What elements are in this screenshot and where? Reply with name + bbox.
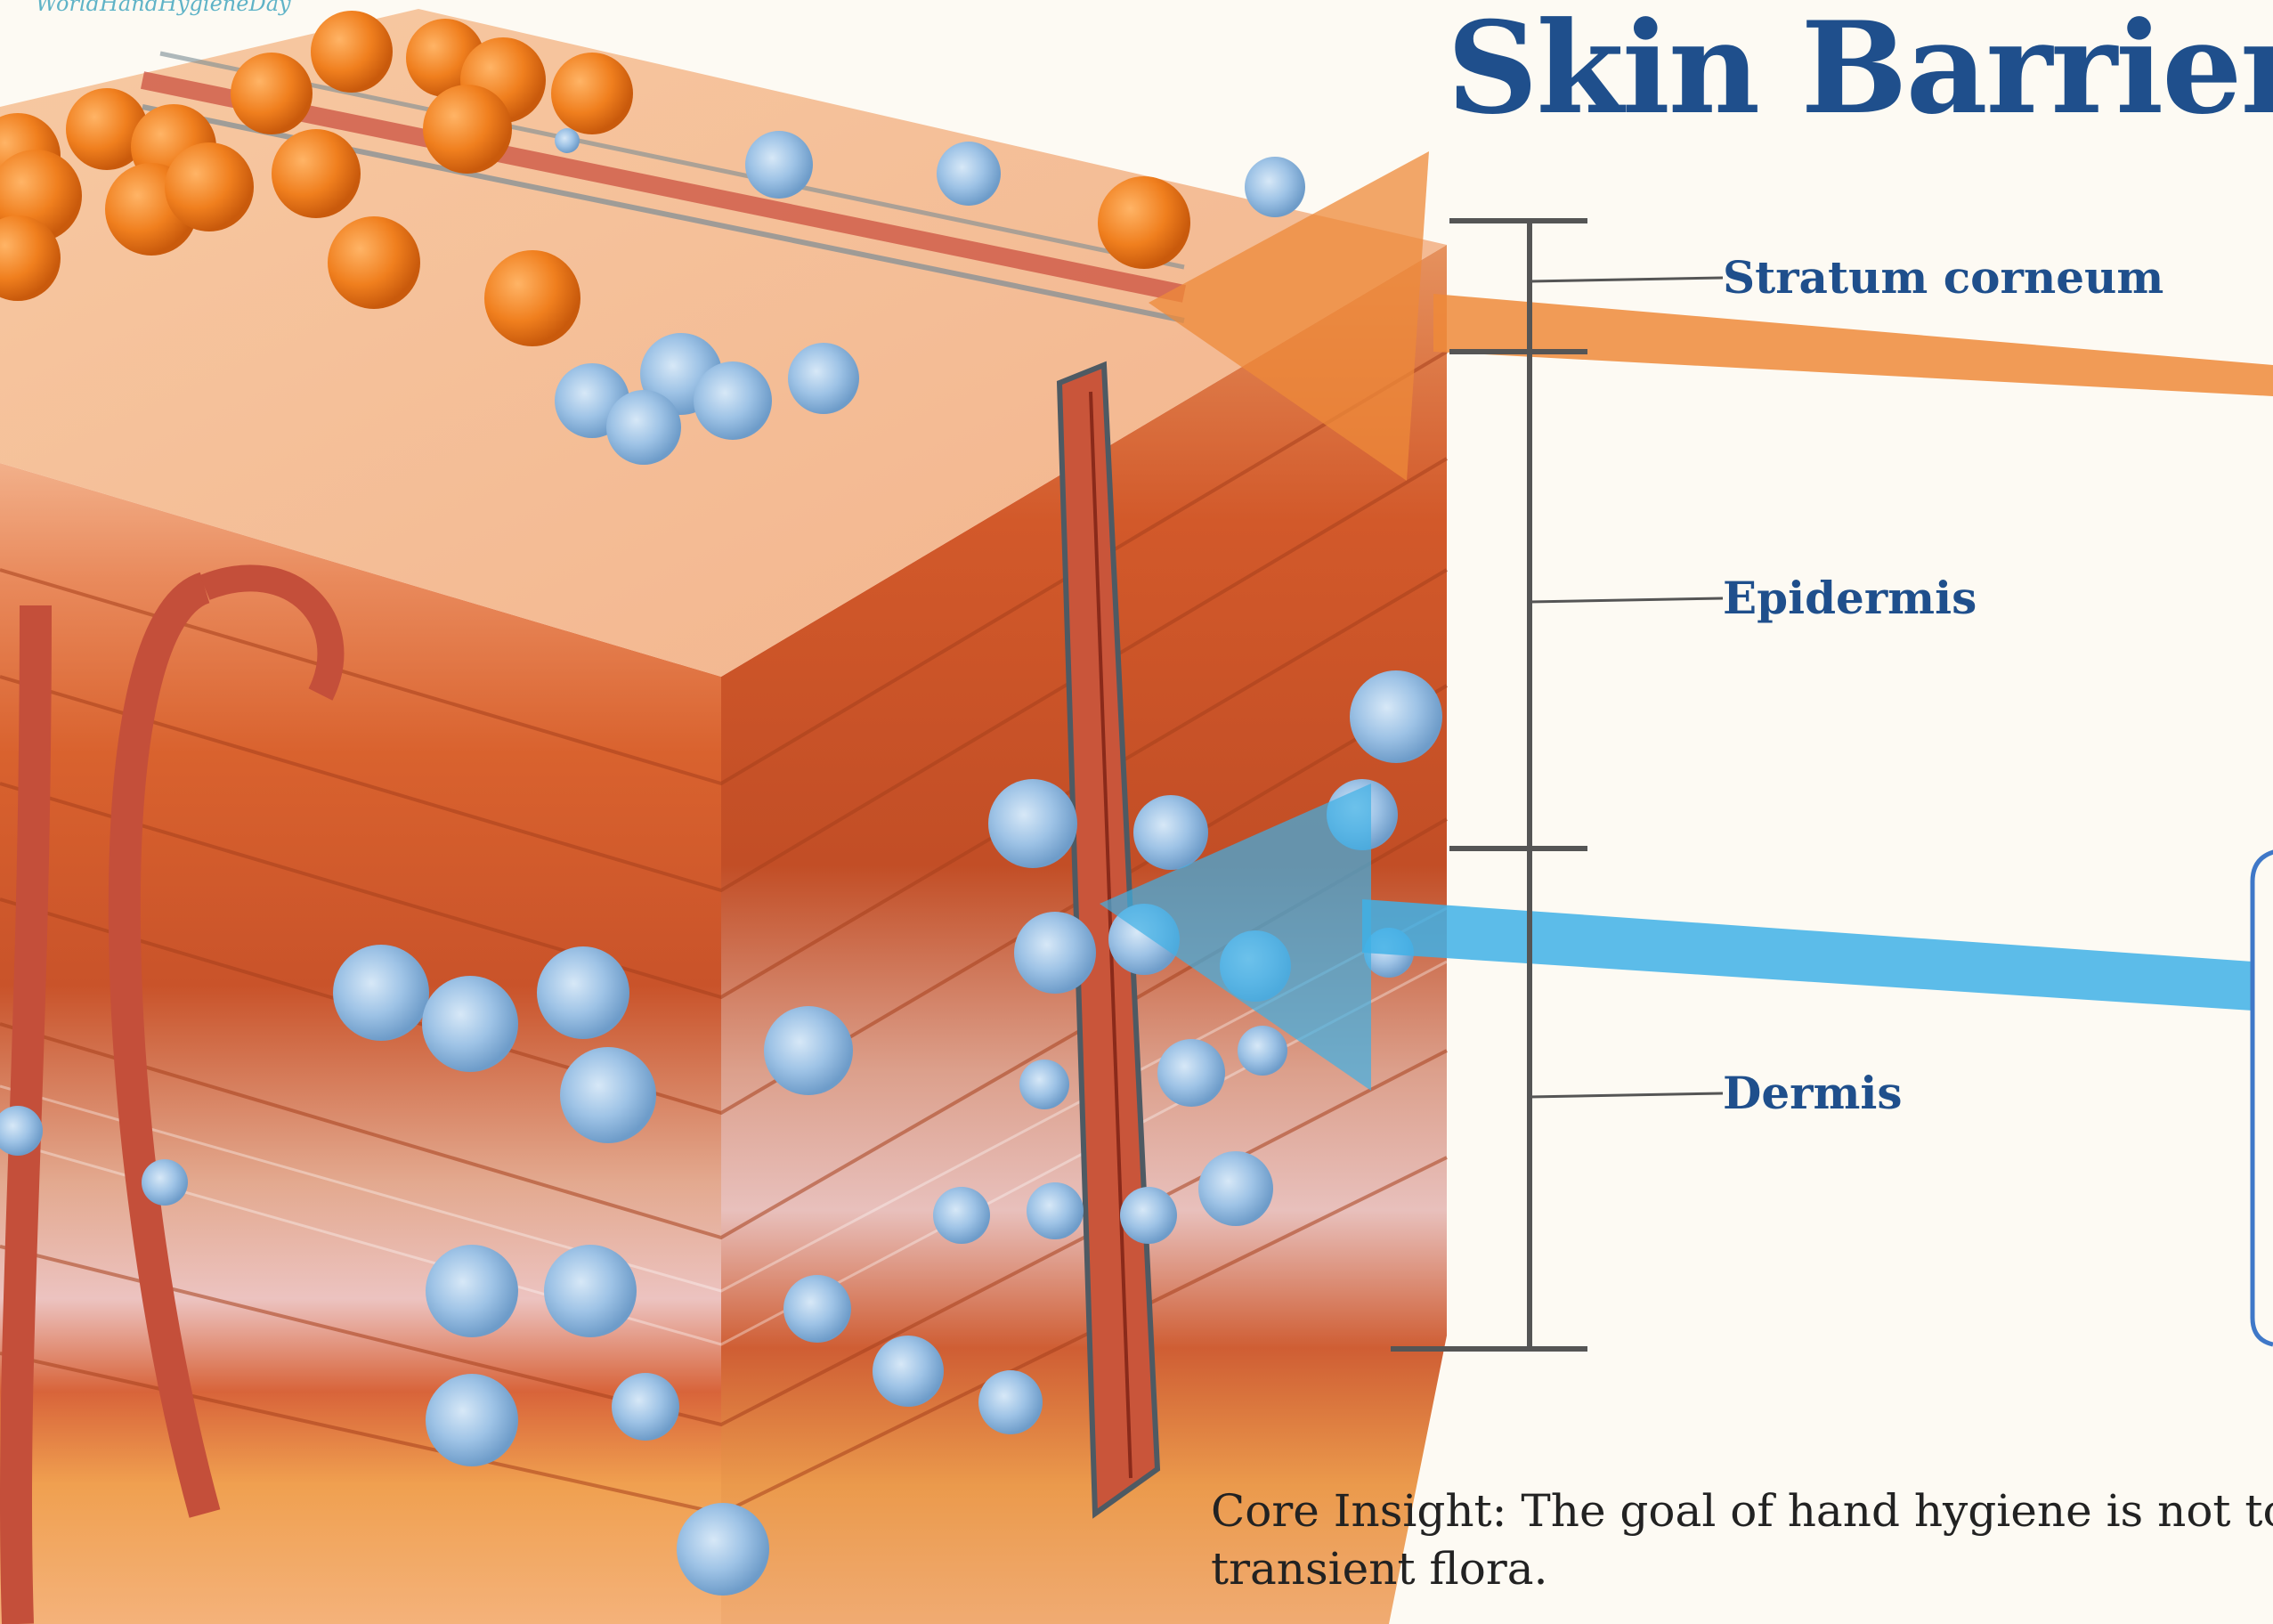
resident-bacterium xyxy=(937,142,1001,206)
transient-bacterium xyxy=(484,250,580,346)
dermis-leader xyxy=(1530,1093,1723,1097)
resident-bacterium xyxy=(426,1245,518,1337)
resident-bacterium xyxy=(555,128,580,153)
resident-bacterium xyxy=(606,390,681,465)
resident-bacterium xyxy=(333,945,429,1041)
label-epidermis: Epidermis xyxy=(1723,572,1977,624)
epidermis-leader xyxy=(1530,598,1723,602)
resident-bacterium xyxy=(1120,1187,1177,1244)
resident-bacterium xyxy=(1019,1060,1069,1109)
core-insight-text: Core Insight: The goal of hand hygiene i… xyxy=(1211,1482,2273,1598)
transient-bacterium xyxy=(551,53,633,134)
label-stratum-corneum: Stratum corneum xyxy=(1723,251,2163,304)
resident-bacterium xyxy=(1157,1039,1225,1107)
core-insight-line-2: transient flora. xyxy=(1211,1540,2273,1598)
resident-bacterium xyxy=(788,343,859,414)
resident-bacterium xyxy=(783,1275,851,1343)
resident-bacterium xyxy=(873,1336,944,1407)
resident-bacterium xyxy=(544,1245,637,1337)
transient-bacterium xyxy=(328,216,420,309)
resident-bacterium xyxy=(1133,795,1208,870)
label-dermis: Dermis xyxy=(1723,1067,1903,1119)
resident-bacterium xyxy=(560,1047,656,1143)
resident-bacterium xyxy=(537,946,629,1039)
resident-bacterium xyxy=(978,1370,1043,1434)
resident-bacterium xyxy=(426,1374,518,1466)
resident-bacterium xyxy=(988,779,1077,868)
resident-bacterium xyxy=(1245,157,1305,217)
resident-bacterium xyxy=(422,976,518,1072)
transient-bacterium xyxy=(1098,176,1190,269)
page-title: Skin Barrier xyxy=(1447,0,2273,142)
transient-bacterium xyxy=(165,142,254,231)
resident-bacterium xyxy=(1350,670,1442,763)
watermark-text: WorldHandHygieneDay xyxy=(36,0,291,16)
resident-bacterium xyxy=(764,1006,853,1095)
resident-bacterium xyxy=(1238,1026,1287,1076)
stratum-corneum-leader xyxy=(1530,278,1723,281)
info-box-edge xyxy=(2253,850,2273,1344)
resident-bacterium xyxy=(1014,912,1096,994)
resident-bacterium xyxy=(612,1373,679,1441)
transient-bacterium xyxy=(423,85,512,174)
resident-bacterium xyxy=(745,131,813,199)
resident-bacterium xyxy=(1027,1182,1084,1239)
skin-block xyxy=(0,9,1447,1624)
resident-bacterium xyxy=(694,361,772,440)
core-insight-line-1: Core Insight: The goal of hand hygiene i… xyxy=(1211,1482,2273,1540)
resident-bacterium xyxy=(933,1187,990,1244)
resident-bacterium xyxy=(142,1159,188,1206)
resident-bacterium xyxy=(1198,1151,1273,1226)
transient-bacterium xyxy=(272,129,361,218)
transient-bacterium xyxy=(311,11,393,93)
transient-bacterium xyxy=(231,53,313,134)
resident-bacterium xyxy=(677,1503,769,1596)
